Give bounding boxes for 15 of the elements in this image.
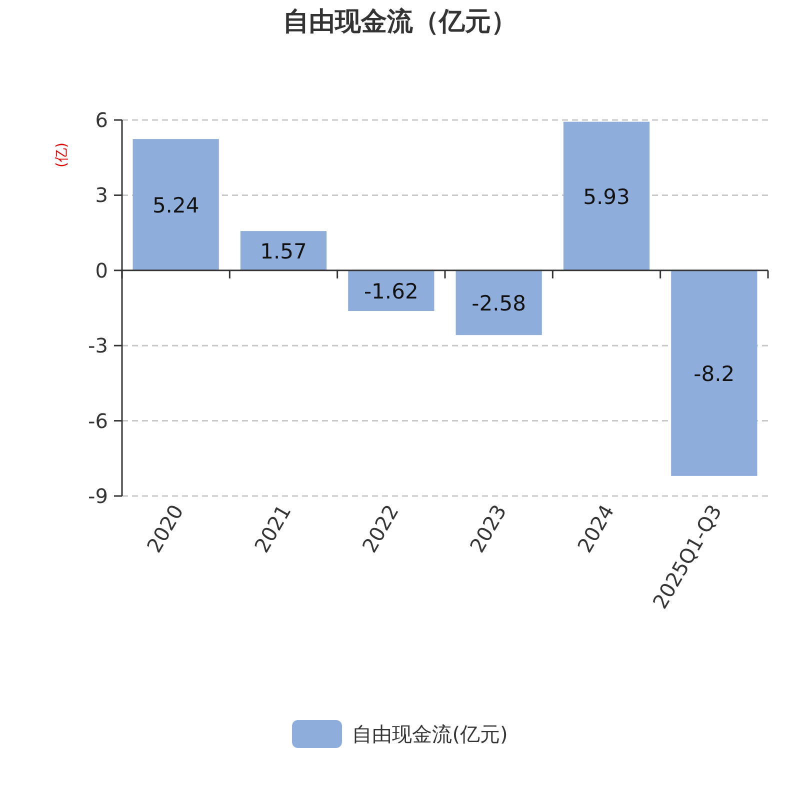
axis-title: (亿)	[54, 142, 70, 168]
tick-label: -9	[88, 484, 108, 508]
value-label: -8.2	[694, 362, 735, 386]
legend-label: 自由现金流(亿元)	[352, 720, 508, 748]
value-label: 5.24	[152, 194, 200, 218]
tick-label: 0	[95, 258, 108, 282]
value-label: -2.58	[472, 292, 526, 316]
tick-label: -3	[88, 334, 108, 358]
value-label: -1.62	[364, 280, 418, 304]
value-label: 5.93	[583, 185, 630, 210]
tick-label: 6	[95, 108, 108, 132]
tick-label: 3	[95, 183, 108, 208]
value-label: 1.57	[260, 240, 307, 264]
tick-label: -6	[88, 408, 108, 433]
chart-title: 自由现金流（亿元）	[283, 6, 517, 39]
